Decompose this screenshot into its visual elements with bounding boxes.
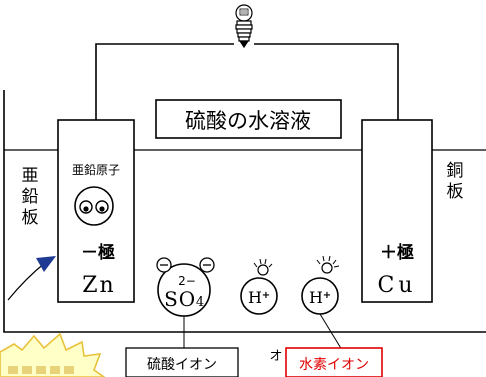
spark-lines <box>253 258 273 268</box>
spark-lines <box>316 255 340 268</box>
hydrogen-leader-line <box>319 313 343 351</box>
hydrogen-ion: H + <box>301 255 340 315</box>
callout-faint-text <box>8 366 74 374</box>
copper-plate-label: 銅 板 <box>447 161 464 202</box>
copper-plate-label-char: 銅 <box>447 161 464 181</box>
hydrogen-charge: + <box>262 290 270 301</box>
copper-symbol: Cu <box>377 273 416 298</box>
sulfate-ion: 2− S O 4 <box>156 257 215 317</box>
hydrogen-label-box <box>285 347 383 377</box>
hydrogen-symbol: H <box>248 288 262 307</box>
wire-circuit <box>95 43 399 120</box>
zinc-atom-label: 亜鉛原子 <box>72 163 120 177</box>
hydrogen-charge: + <box>323 290 331 301</box>
hydrogen-ion: H + <box>240 258 278 315</box>
hydrogen-label: 水素イオン <box>299 357 369 373</box>
zinc-plate-label: 亜 鉛 板 <box>22 166 39 228</box>
light-bulb-icon <box>235 4 253 49</box>
zinc-pole-label: －極 <box>81 242 115 263</box>
title-box <box>155 99 342 139</box>
copper-plate-label-char: 板 <box>447 182 464 202</box>
zinc-symbol: Zn <box>82 273 115 298</box>
sulfate-formula-sub: 4 <box>196 295 204 310</box>
hydrogen-symbol: H <box>309 288 323 307</box>
copper-pole-label: ＋極 <box>380 242 414 263</box>
sulfate-label: 硫酸イオン <box>147 357 217 373</box>
zinc-atom-icon <box>74 186 114 226</box>
zinc-plate-label-char: 板 <box>22 208 39 228</box>
sulfate-charge: 2− <box>178 274 196 288</box>
electron-icon <box>156 257 172 273</box>
zinc-plate-label-char: 鉛 <box>22 187 39 207</box>
arrow-icon <box>7 256 56 301</box>
copper-plate <box>361 119 433 303</box>
title-text: 硫酸の水溶液 <box>185 109 311 133</box>
sulfate-label-box <box>125 347 239 377</box>
electron-icon <box>199 257 215 273</box>
sulfate-formula-o: O <box>179 287 195 311</box>
sulfate-formula-s: S <box>164 287 178 311</box>
stray-char: オ <box>269 349 282 364</box>
zinc-plate-label-char: 亜 <box>22 166 39 186</box>
